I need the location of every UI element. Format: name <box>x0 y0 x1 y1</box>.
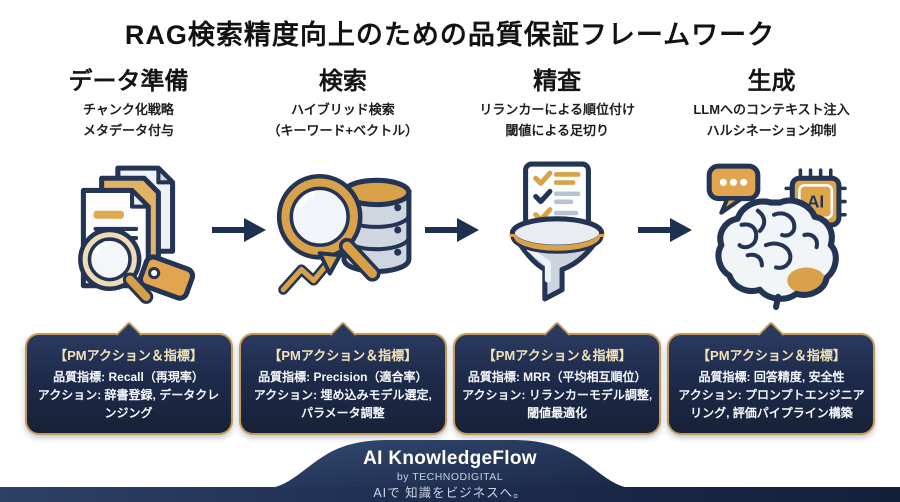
panel-heading: 【PMアクション＆指標】 <box>697 348 846 363</box>
panel-action: アクション: プロンプトエンジニアリング, 評価パイプライン構築 <box>678 388 865 420</box>
subtitle-line: リランカーによる順位付け <box>479 102 635 117</box>
pm-panel: 【PMアクション＆指標】 品質指標: 回答精度, 安全性 アクション: プロンプ… <box>667 321 876 435</box>
page-title: RAG検索精度向上のための品質保証フレームワーク <box>124 20 776 50</box>
footer-tagline: AIで 知識をビジネスへ。 <box>373 486 527 500</box>
panel-action: アクション: 辞書登録, データクレンジング <box>37 388 220 420</box>
footer-tab-shape <box>270 440 630 488</box>
panel-metric: 品質指標: Recall（再現率） <box>53 370 204 384</box>
panel-metric: 品質指標: MRR（平均相互順位） <box>467 370 647 384</box>
column-generation: 生成 LLMへのコンテキスト注入 ハルシネーション抑制 <box>667 66 876 435</box>
panel-heading: 【PMアクション＆指標】 <box>54 348 203 363</box>
subtitle-line: 閾値による足切り <box>505 122 609 138</box>
column-header: 検索 <box>318 68 367 95</box>
brain-ai-icon: AI <box>695 148 848 320</box>
footer-byline: by TECHNODIGITAL <box>396 471 504 483</box>
column-subtitle: ハイブリッド検索 （キーワード+ベクトル） <box>268 100 419 148</box>
column-review: 精査 リランカーによる順位付け 閾値による足切り <box>453 66 662 435</box>
panel-metric: 品質指標: 回答精度, 安全性 <box>698 370 845 384</box>
panel-action: アクション: 埋め込みモデル選定, パラメータ調整 <box>253 388 432 420</box>
panel-metric: 品質指標: Precision（適合率） <box>258 370 428 384</box>
column-subtitle: チャンク化戦略 メタデータ付与 <box>83 100 174 148</box>
panel-notch <box>115 321 142 348</box>
subtitle-line: ハイブリッド検索 <box>290 102 395 117</box>
panel-heading: 【PMアクション＆指標】 <box>482 348 632 363</box>
documents-tag-icon <box>53 148 205 320</box>
stage-columns: データ準備 チャンク化戦略 メタデータ付与 <box>0 66 900 435</box>
subtitle-line: メタデータ付与 <box>82 122 174 138</box>
column-header: データ準備 <box>68 68 189 95</box>
panel-notch <box>329 321 357 348</box>
subtitle-line: チャンク化戦略 <box>83 102 174 117</box>
flow-arrow-icon <box>212 218 266 242</box>
column-header: 生成 <box>747 68 796 95</box>
flow-arrow-icon <box>638 218 692 242</box>
column-subtitle: リランカーによる順位付け 閾値による足切り <box>479 100 635 148</box>
search-database-icon <box>267 148 419 320</box>
funnel-checklist-icon <box>481 148 633 320</box>
panel-action: アクション: リランカーモデル調整, 閾値最適化 <box>462 388 653 420</box>
column-search: 検索 ハイブリッド検索 （キーワード+ベクトル） <box>238 66 447 435</box>
panel-notch <box>543 321 571 348</box>
subtitle-line: ハルシネーション抑制 <box>706 122 837 138</box>
subtitle-line: （キーワード+ベクトル） <box>267 122 419 138</box>
flow-arrow-icon <box>425 218 479 242</box>
footer-brand: AI KnowledgeFlow <box>363 448 537 469</box>
column-data-preparation: データ準備 チャンク化戦略 メタデータ付与 <box>24 66 233 435</box>
column-subtitle: LLMへのコンテキスト注入 ハルシネーション抑制 <box>693 100 849 148</box>
footer-bar <box>0 487 900 502</box>
footer: AI KnowledgeFlow by TECHNODIGITAL AIで 知識… <box>0 430 900 502</box>
column-header: 精査 <box>533 68 582 95</box>
subtitle-line: LLMへのコンテキスト注入 <box>693 102 850 117</box>
panel-heading: 【PMアクション＆指標】 <box>268 348 418 363</box>
pm-panel: 【PMアクション＆指標】 品質指標: Precision（適合率） アクション:… <box>238 321 447 435</box>
pm-panel: 【PMアクション＆指標】 品質指標: MRR（平均相互順位） アクション: リラ… <box>453 321 662 435</box>
pm-panel: 【PMアクション＆指標】 品質指標: Recall（再現率） アクション: 辞書… <box>24 321 233 435</box>
panel-notch <box>758 321 785 348</box>
